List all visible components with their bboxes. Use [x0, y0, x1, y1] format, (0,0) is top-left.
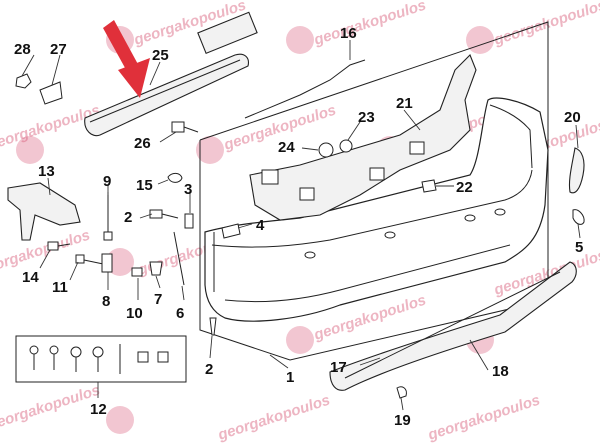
side-bracket [7, 182, 81, 241]
impact-beam [84, 11, 258, 137]
callout-1: 1 [286, 369, 294, 386]
callout-22: 22 [456, 179, 473, 196]
callout-28: 28 [14, 41, 31, 58]
watermark-logo: georgakopoulos [0, 102, 102, 164]
watermark-text: georgakopoulos [425, 392, 542, 445]
callout-16: 16 [340, 25, 357, 42]
callout-9: 9 [103, 173, 111, 190]
watermark-text: georgakopoulos [215, 392, 332, 445]
callout-4: 4 [256, 217, 265, 234]
callout-10: 10 [126, 305, 143, 322]
nut-28 [15, 73, 32, 89]
side-guide [568, 147, 585, 194]
callout-15: 15 [136, 177, 153, 194]
center-bracket [249, 54, 477, 221]
clip-27 [39, 81, 63, 105]
watermark-text: georgakopoulos [491, 0, 600, 49]
watermark-logo: georgakopoulos [0, 227, 134, 280]
callout-3: 3 [184, 181, 192, 198]
callout-6: 6 [176, 305, 184, 322]
callout-7: 7 [154, 291, 162, 308]
hardware-left [47, 172, 407, 399]
leader-lines [21, 40, 581, 411]
callout-13: 13 [38, 163, 55, 180]
watermark-logo: georgakopoulos [425, 392, 542, 445]
watermark-logo: georgakopoulos [0, 382, 134, 435]
callout-25: 25 [152, 47, 169, 64]
watermark-logo: georgakopoulos [215, 392, 332, 445]
bolt-26 [171, 121, 199, 133]
highlight-arrow [103, 20, 150, 98]
callout-20: 20 [564, 109, 581, 126]
assembly-frame [199, 21, 549, 361]
callout-23: 23 [358, 109, 375, 126]
callout-19: 19 [394, 412, 411, 429]
nut-23 [339, 139, 353, 153]
watermark-logo: georgakopoulos [196, 102, 338, 164]
callout-5: 5 [575, 239, 583, 256]
callout-2: 2 [124, 209, 132, 226]
clip-22 [421, 179, 437, 193]
wiring-harness [244, 59, 366, 119]
callout-8: 8 [102, 293, 110, 310]
watermark-text: georgakopoulos [0, 227, 92, 280]
callout-18: 18 [492, 363, 509, 380]
lower-diffuser [329, 261, 577, 391]
callout-labels: 28 27 25 16 26 21 23 24 20 13 9 15 3 22 … [14, 25, 583, 429]
arrow-head [118, 58, 150, 98]
callout-26: 26 [134, 135, 151, 152]
reflector-cap [572, 209, 585, 225]
arrow-shaft [103, 20, 140, 75]
callout-21: 21 [396, 95, 413, 112]
watermark-text: georgakopoulos [0, 382, 102, 435]
callout-11: 11 [52, 279, 68, 296]
watermark-text: georgakopoulos [311, 0, 428, 49]
callout-14: 14 [22, 269, 39, 286]
callout-24: 24 [278, 139, 295, 156]
callout-2-lower: 2 [205, 361, 213, 378]
callout-17: 17 [330, 359, 347, 376]
hardware-kit [15, 335, 187, 383]
clip-4 [221, 223, 241, 239]
callout-27: 27 [50, 41, 67, 58]
watermark-logo: georgakopoulos [286, 0, 428, 54]
callout-12: 12 [90, 401, 107, 418]
nut-24 [318, 142, 334, 158]
